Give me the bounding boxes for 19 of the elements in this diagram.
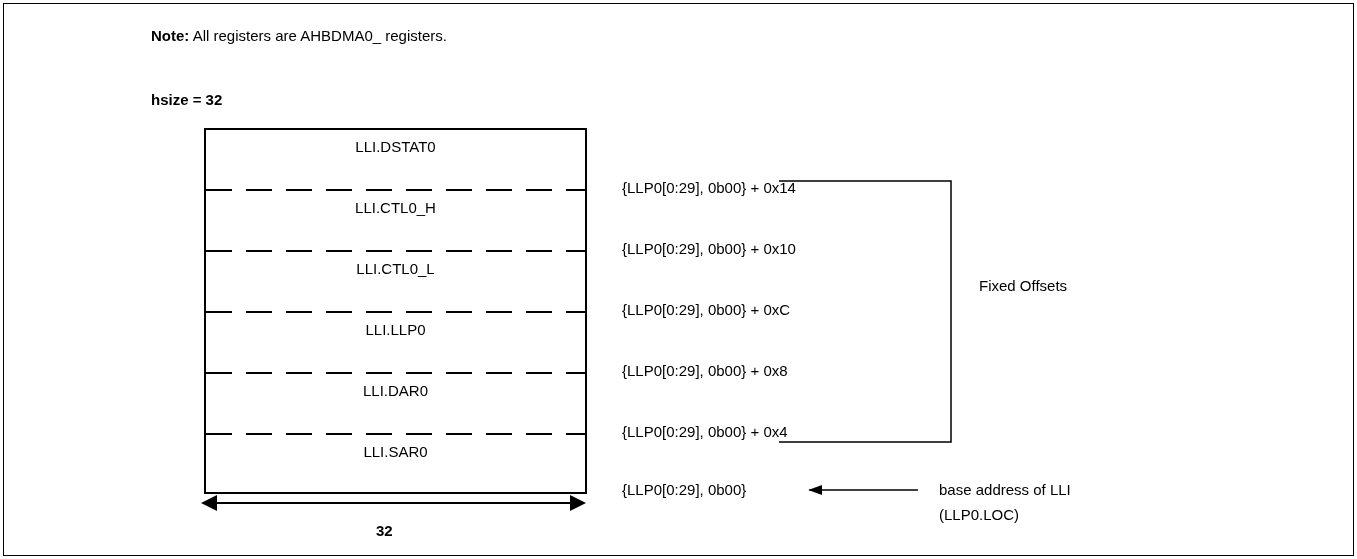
register-name: LLI.DSTAT0 <box>355 138 436 155</box>
label-text: 32 <box>376 521 393 541</box>
address-text: {LLP0[0:29], 0b00} <box>622 480 747 500</box>
register-name: LLI.SAR0 <box>363 443 428 460</box>
label-text: Note: All registers are AHBDMA0_ registers. <box>151 26 447 46</box>
register-name: LLI.DAR0 <box>362 382 428 399</box>
register-name: LLI.CTL0_H <box>355 199 436 216</box>
register-name: LLI.CTL0_L <box>356 260 435 277</box>
label-text: {LLP0[0:29], 0b00} + 0x8 <box>622 361 788 381</box>
label-text: {LLP0[0:29], 0b00} + 0xC <box>622 300 791 320</box>
arrow <box>808 485 919 495</box>
label-text: Fixed Offsets <box>979 276 1068 296</box>
label-text: {LLP0[0:29], 0b00} + 0x14 <box>622 178 796 198</box>
label-text: {LLP0[0:29], 0b00} + 0x10 <box>622 239 796 259</box>
register-name: LLI.LLP0 <box>365 321 426 338</box>
address-text: base address of LLI (LLP0.LOC) <box>939 480 1072 525</box>
register-stack <box>204 128 587 494</box>
label-text: {LLP0[0:29], 0b00} + 0x4 <box>622 422 788 442</box>
label-text: hsize = 32 <box>151 90 223 110</box>
